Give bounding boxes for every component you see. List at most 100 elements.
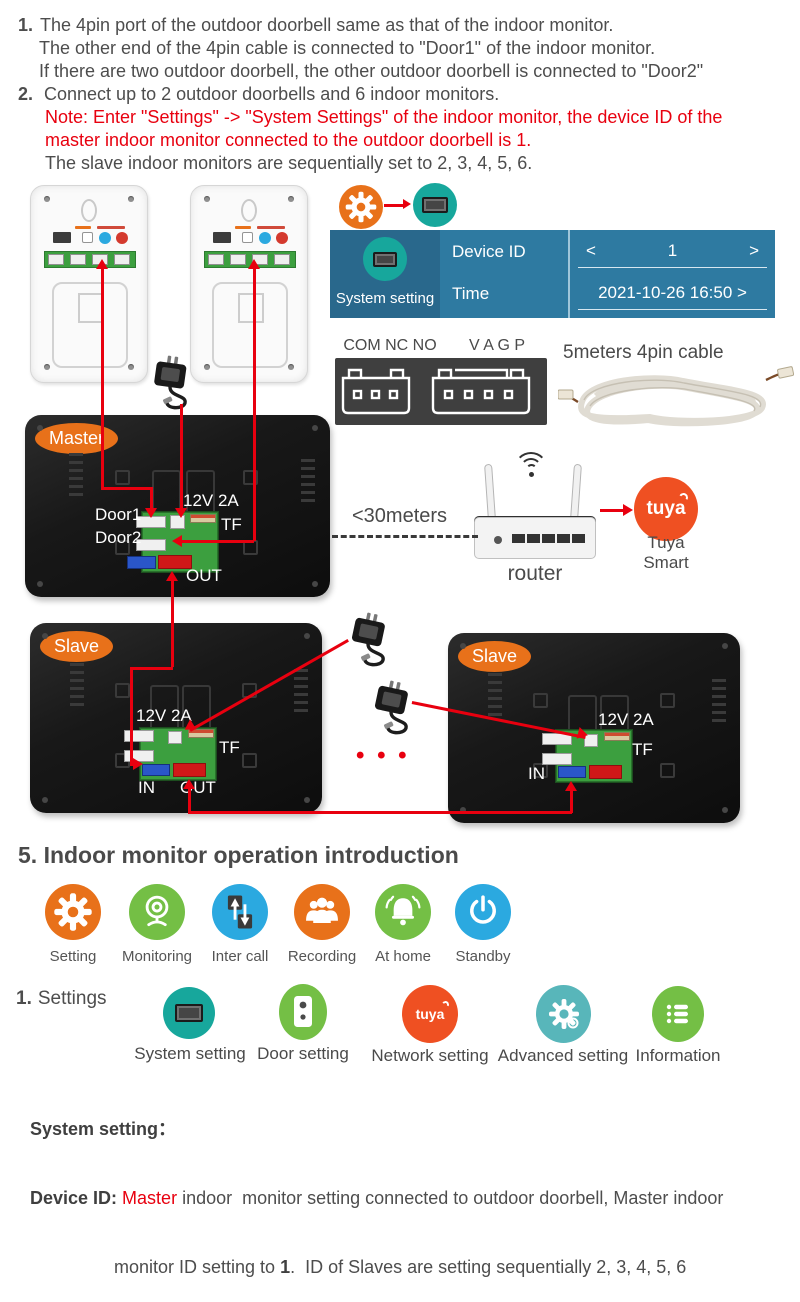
mount-slot xyxy=(115,540,130,555)
icon-label: Door setting xyxy=(257,1044,349,1063)
icon-label: Network setting xyxy=(371,1046,489,1065)
settings-gear-icon xyxy=(339,185,383,229)
power-label: 12V 2A xyxy=(183,491,239,510)
screw xyxy=(460,807,466,813)
footer-text: indoor monitor setting connected to outd… xyxy=(177,1188,724,1208)
router-antenna xyxy=(484,463,496,521)
instruction-line: 1.The 4pin port of the outdoor doorbell … xyxy=(18,14,796,37)
tuya-logo-text: tuya xyxy=(646,498,686,519)
blue-badge-icon xyxy=(259,232,271,244)
instruction-line: 2.Connect up to 2 outdoor doorbells and … xyxy=(18,83,796,106)
dip-switch xyxy=(213,232,231,243)
screw xyxy=(128,196,134,202)
terminal-connector xyxy=(48,254,64,265)
instruction-line: The slave indoor monitors are sequential… xyxy=(45,153,533,173)
arrowhead xyxy=(183,779,195,789)
power-connector xyxy=(168,731,182,744)
wire-segment xyxy=(600,509,624,512)
mount-hole xyxy=(81,199,97,222)
wire-segment xyxy=(384,204,405,207)
settings-panel: System setting Device ID Time < 1 > 2021… xyxy=(330,230,775,318)
arrowhead xyxy=(403,199,411,209)
mount-slot xyxy=(533,693,548,708)
terminal-connector xyxy=(70,254,86,265)
wire-segment xyxy=(171,580,174,667)
icon-label: System setting xyxy=(134,1044,246,1063)
router-port xyxy=(542,534,555,543)
door2-connector xyxy=(542,753,572,765)
screen-glyph xyxy=(175,1004,203,1022)
more-slaves-dots: • • • xyxy=(356,742,410,769)
speaker-vent xyxy=(69,453,83,501)
wire-segment xyxy=(101,268,104,487)
router-port xyxy=(527,534,540,543)
tuya-logo-text: tuya xyxy=(415,1006,445,1022)
panel-labels-column: Device ID Time xyxy=(440,230,568,318)
router-antenna xyxy=(570,463,582,521)
intercall-icon xyxy=(212,884,268,940)
mount-hole xyxy=(241,199,257,222)
distance-label: <30meters xyxy=(352,505,448,527)
screw xyxy=(288,196,294,202)
mount-slot xyxy=(243,470,258,485)
master-monitor: Master Door1 Door2 12V 2A TF OUT xyxy=(25,415,330,597)
screen-icon xyxy=(163,987,215,1039)
tuya-smart-label: Tuya Smart xyxy=(643,533,689,572)
system-setting-screen-icon xyxy=(363,237,407,281)
out-connector xyxy=(589,765,622,779)
wire-segment xyxy=(181,540,254,543)
router-label: router xyxy=(507,562,563,585)
blue-badge-icon xyxy=(99,232,111,244)
icon-label: Inter call xyxy=(211,948,269,965)
settings-subtitle-text: Settings xyxy=(37,988,107,1009)
list-number: 2. xyxy=(18,84,34,104)
icon-label: Information xyxy=(635,1046,721,1065)
bracket-window xyxy=(238,293,264,323)
next-arrow: > xyxy=(749,240,759,260)
arrowhead xyxy=(248,259,260,269)
terminal-connector xyxy=(230,254,246,265)
footer-red-text: Master xyxy=(117,1188,178,1208)
screw xyxy=(722,807,728,813)
wifi-dot xyxy=(529,472,534,477)
bell-icon xyxy=(375,884,431,940)
wifi-icon xyxy=(514,452,548,486)
speaker-vent xyxy=(301,459,315,507)
camera-icon xyxy=(129,884,185,940)
arrowhead xyxy=(623,504,633,516)
section5-title: 5. Indoor monitor operation introduction xyxy=(18,842,459,868)
footer-heading: System setting： xyxy=(30,1119,177,1139)
instruction-text: The 4pin port of the outdoor doorbell sa… xyxy=(40,15,614,35)
gears-icon xyxy=(536,985,591,1043)
instruction-line: If there are two outdoor doorbell, the o… xyxy=(39,61,704,81)
router-port xyxy=(557,534,570,543)
wire-segment xyxy=(130,667,133,766)
icon-label: Recording xyxy=(287,948,357,965)
power-adapter-icon xyxy=(364,680,418,740)
arrowhead xyxy=(565,781,577,791)
panel-values-column: < 1 > 2021-10-26 16:50 > xyxy=(568,230,775,318)
in-connector xyxy=(142,764,170,776)
red-badge-icon xyxy=(276,232,288,244)
dip-switch xyxy=(53,232,71,243)
speaker-vent xyxy=(294,669,308,717)
device-id-value: 1 xyxy=(667,240,678,260)
wire-segment xyxy=(130,667,173,670)
outdoor-doorbell-1 xyxy=(30,185,148,383)
mount-slot xyxy=(660,693,675,708)
footer-text: . ID of Slaves are setting sequentially … xyxy=(290,1257,687,1277)
power-adapter-icon xyxy=(341,612,395,672)
tf-card-slot xyxy=(190,514,216,523)
tuya-logo-arc xyxy=(441,1000,450,1009)
icon-label: Advanced setting xyxy=(497,1046,629,1065)
terminal-connector xyxy=(274,254,290,265)
vagp-label: V A G P xyxy=(468,337,526,354)
icon-label: Monitoring xyxy=(121,948,193,965)
footer-text: monitor ID setting to xyxy=(114,1257,281,1277)
com-nc-no-label: COM NC NO xyxy=(343,337,437,354)
terminal-connector xyxy=(208,254,224,265)
power-icon xyxy=(455,884,511,940)
speaker-vent xyxy=(488,673,502,721)
screw xyxy=(44,364,50,370)
door1-connector xyxy=(542,733,572,745)
